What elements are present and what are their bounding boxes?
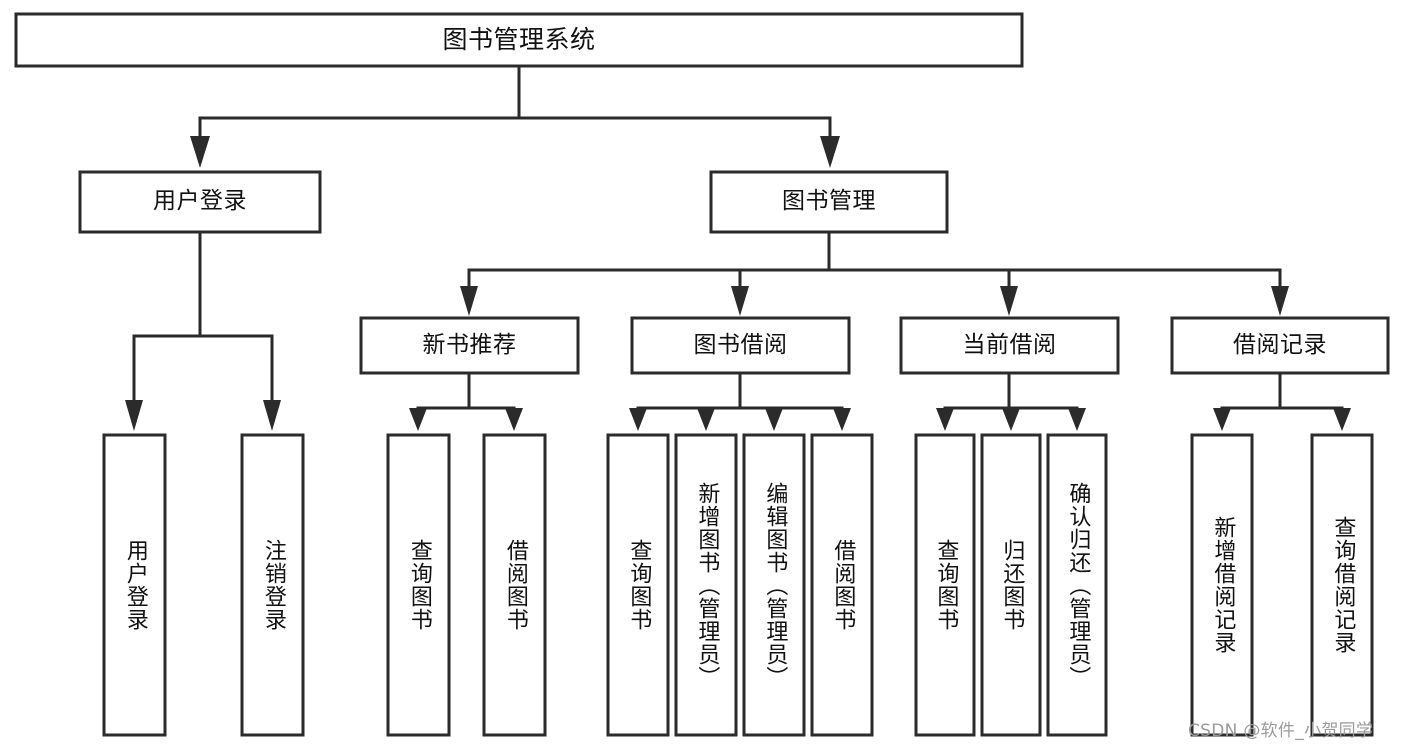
node-box-book-manage[interactable] (709, 170, 949, 234)
node-box-root[interactable] (14, 12, 1024, 68)
node-box-nbr-borrow-book[interactable] (482, 433, 547, 737)
arrow-head-user-logout (263, 400, 281, 431)
node-box-bb-borrow-book[interactable] (810, 433, 874, 737)
arrow-head-nbr-query-book (409, 408, 427, 431)
arrow-head-book-borrow (731, 286, 749, 316)
node-box-bb-query-book[interactable] (606, 433, 670, 737)
arrow-head-cb-confirm-return (1068, 408, 1086, 431)
connector-group-user-login-children (125, 230, 281, 431)
arrow-head-cb-query-book (936, 408, 954, 431)
arrow-head-cb-return-book (1002, 408, 1020, 431)
arrow-head-bb-query-book (629, 408, 647, 431)
node-box-cb-return-book[interactable] (980, 433, 1042, 737)
node-box-borrow-record[interactable] (1170, 316, 1390, 375)
arrow-head-user-login-do (125, 400, 143, 431)
arrow-head-borrow-record (1271, 286, 1289, 316)
connector-group-new-book-recommend-children (409, 371, 523, 431)
node-box-bb-edit-book[interactable] (742, 433, 806, 737)
connector-group-book-borrow-children (629, 371, 851, 431)
node-box-book-borrow[interactable] (630, 316, 851, 375)
node-box-bb-add-book[interactable] (674, 433, 738, 737)
connector-group-current-borrow-children (936, 371, 1086, 431)
arrow-head-book-manage (820, 136, 840, 168)
node-box-user-login[interactable] (78, 170, 322, 234)
node-box-user-login-do[interactable] (102, 433, 167, 737)
node-box-user-logout[interactable] (240, 433, 305, 737)
arrow-head-new-book-recommend (460, 286, 478, 316)
node-box-current-borrow[interactable] (899, 316, 1120, 375)
node-box-cb-confirm-return[interactable] (1046, 433, 1108, 737)
arrow-head-bb-edit-book (765, 408, 783, 431)
arrow-head-bb-add-book (697, 408, 715, 431)
arrow-head-current-borrow (1000, 286, 1018, 316)
node-box-cb-query-book[interactable] (914, 433, 976, 737)
node-box-new-book-recommend[interactable] (359, 316, 580, 375)
node-box-br-query-record[interactable] (1310, 433, 1374, 737)
connector-group-borrow-record-children (1213, 371, 1351, 431)
node-box-br-add-record[interactable] (1190, 433, 1254, 737)
connector-group-root-to-level2 (190, 64, 840, 168)
arrow-head-user-login (190, 136, 210, 168)
arrow-head-bb-borrow-book (833, 408, 851, 431)
node-box-nbr-query-book[interactable] (386, 433, 451, 737)
connector-group-book-manage-children (460, 230, 1289, 316)
arrow-head-nbr-borrow-book (505, 408, 523, 431)
arrow-head-br-add-record (1213, 408, 1231, 431)
arrow-head-br-query-record (1333, 408, 1351, 431)
